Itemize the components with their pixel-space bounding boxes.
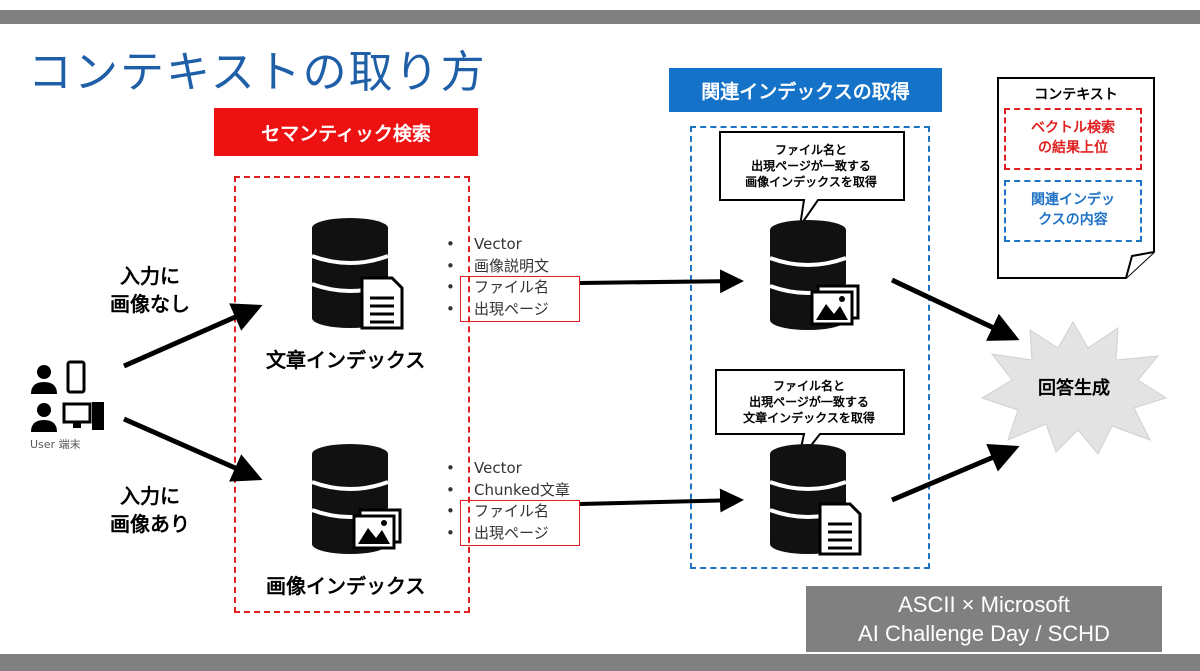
list-item: • Vector xyxy=(446,234,549,256)
branch-label-with-image: 入力に 画像あり xyxy=(100,482,200,538)
answer-burst-shape xyxy=(980,320,1168,455)
answer-label: 回答生成 xyxy=(1038,378,1110,399)
bullet-marker: • xyxy=(446,480,455,499)
callout-top-text: ファイル名と 出現ページが一致する 画像インデックスを取得 xyxy=(720,142,902,190)
list-item: • 出現ページ xyxy=(446,523,570,545)
top-bar xyxy=(0,10,1200,24)
branch-label-no-image: 入力に 画像なし xyxy=(100,262,200,318)
user-device-icon xyxy=(31,360,104,432)
callout-top-line2: 出現ページが一致する xyxy=(751,159,871,173)
list-item: • ファイル名 xyxy=(446,277,549,299)
img-index-label: 画像インデックス xyxy=(266,574,426,598)
context-note-title: コンテキスト xyxy=(1034,87,1118,103)
callout-bottom-line2: 出現ページが一致する xyxy=(749,395,869,409)
credit-line1: ASCII × Microsoft xyxy=(898,592,1070,617)
list-item: • 出現ページ xyxy=(446,299,549,321)
context-blue-line1: 関連インデッ xyxy=(1031,192,1115,208)
field-text: Vector xyxy=(474,459,522,477)
field-text: ファイル名 xyxy=(474,278,550,296)
user-label: User 端末 xyxy=(30,438,81,451)
callout-top-line3: 画像インデックスを取得 xyxy=(745,175,877,189)
arrow-img-to-doc-related xyxy=(579,488,744,513)
bottom-bar xyxy=(0,654,1200,671)
callout-bottom-line1: ファイル名と xyxy=(772,379,845,393)
callout-bottom-line3: 文章インデックスを取得 xyxy=(743,411,875,425)
img-index-fields: • Vector • Chunked文章 • ファイル名 • 出現ページ xyxy=(446,458,570,544)
field-text: 画像説明文 xyxy=(474,256,550,275)
credit-box: ASCII × Microsoft AI Challenge Day / SCH… xyxy=(806,586,1162,652)
list-item: • Vector xyxy=(446,458,570,480)
bullet-marker: • xyxy=(446,459,455,477)
arrow-top-to-answer xyxy=(890,277,1020,341)
branch-top-line1: 入力に xyxy=(120,264,180,288)
context-note-paper xyxy=(997,77,1155,279)
doc-index-key-highlight xyxy=(460,276,580,322)
semantic-search-group xyxy=(234,176,470,613)
doc-index-fields: • Vector • 画像説明文 • ファイル名 • 出現ページ xyxy=(446,234,549,320)
user-terminal xyxy=(28,360,112,440)
branch-top-line2: 画像なし xyxy=(110,292,190,316)
bullet-marker: • xyxy=(446,235,455,253)
arrow-bottom-to-answer xyxy=(891,443,1020,503)
semantic-search-banner: セマンティック検索 xyxy=(214,108,478,156)
arrow-user-to-img-index xyxy=(122,416,263,482)
context-red-line1: ベクトル検索 xyxy=(1031,120,1115,136)
context-blue-box: 関連インデッ クスの内容 xyxy=(1004,180,1142,242)
bullet-marker: • xyxy=(446,502,455,520)
list-item: • 画像説明文 xyxy=(446,256,549,278)
page-title: コンテキストの取り方 xyxy=(28,47,487,98)
context-blue-line2: クスの内容 xyxy=(1038,212,1108,228)
callout-top-bubble xyxy=(719,131,905,227)
related-doc-database-icon xyxy=(769,444,862,556)
list-item: • ファイル名 xyxy=(446,501,570,523)
field-text: 出現ページ xyxy=(474,299,549,318)
list-item: • Chunked文章 xyxy=(446,480,570,502)
arrow-user-to-doc-index xyxy=(122,303,263,369)
bullet-marker: • xyxy=(446,278,455,296)
branch-bottom-line2: 画像あり xyxy=(110,512,190,536)
field-text: Vector xyxy=(474,235,522,253)
bullet-marker: • xyxy=(446,523,455,542)
bullet-marker: • xyxy=(446,299,455,318)
branch-bottom-line1: 入力に xyxy=(120,484,180,508)
callout-bottom-text: ファイル名と 出現ページが一致する 文章インデックスを取得 xyxy=(716,378,902,426)
img-index-database-icon xyxy=(311,444,402,554)
img-index-key-highlight xyxy=(460,500,580,546)
related-index-banner: 関連インデックスの取得 xyxy=(669,68,942,112)
field-text: ファイル名 xyxy=(474,502,550,520)
field-text: Chunked文章 xyxy=(474,480,570,499)
callout-top-line1: ファイル名と xyxy=(774,143,847,157)
credit-line2: AI Challenge Day / SCHD xyxy=(858,621,1110,646)
context-red-line2: の結果上位 xyxy=(1038,140,1108,156)
doc-index-database-icon xyxy=(311,218,404,330)
related-index-group xyxy=(690,126,930,569)
bullet-marker: • xyxy=(446,256,455,275)
arrow-doc-to-img-related xyxy=(579,269,744,294)
field-text: 出現ページ xyxy=(474,523,549,542)
doc-index-label: 文章インデックス xyxy=(266,348,426,372)
context-red-box: ベクトル検索 の結果上位 xyxy=(1004,108,1142,170)
related-img-database-icon xyxy=(769,220,860,330)
